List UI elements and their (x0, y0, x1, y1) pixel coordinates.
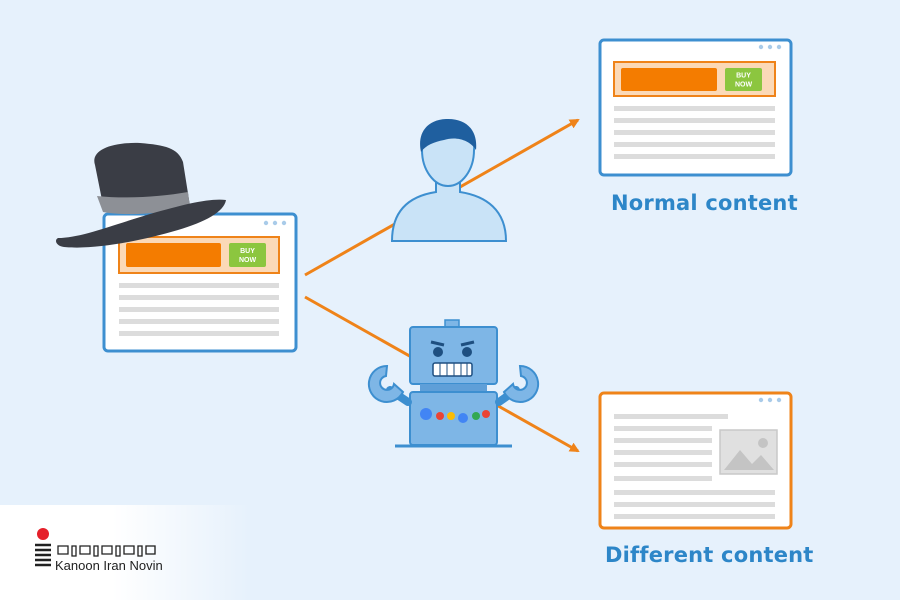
normal-content-caption: Normal content (611, 191, 798, 215)
different-content-caption: Different content (605, 543, 814, 567)
normal-buy-label-2: NOW (735, 82, 753, 89)
normal-text-lines (614, 106, 775, 159)
source-browser-window: BUY NOW (102, 212, 298, 353)
logo-panel (0, 505, 250, 600)
source-buy-label-1: BUY (240, 248, 255, 255)
source-buy-now-button (229, 243, 266, 267)
black-hat-icon (56, 142, 226, 248)
googlebot-robot-icon (367, 319, 540, 448)
logo-brand-text: Kanoon Iran Novin (55, 558, 163, 573)
person-icon (390, 118, 508, 242)
source-text-lines (119, 283, 279, 336)
normal-content-window: BUY NOW (598, 38, 793, 177)
source-buy-label-2: NOW (239, 257, 257, 264)
image-placeholder-icon (719, 429, 778, 475)
different-text-lines (614, 414, 775, 519)
normal-buy-label-1: BUY (736, 73, 751, 80)
normal-ad-banner: BUY NOW (613, 61, 776, 97)
different-content-window (598, 391, 793, 530)
normal-buy-now-button (725, 68, 762, 91)
source-ad-banner: BUY NOW (118, 236, 280, 274)
